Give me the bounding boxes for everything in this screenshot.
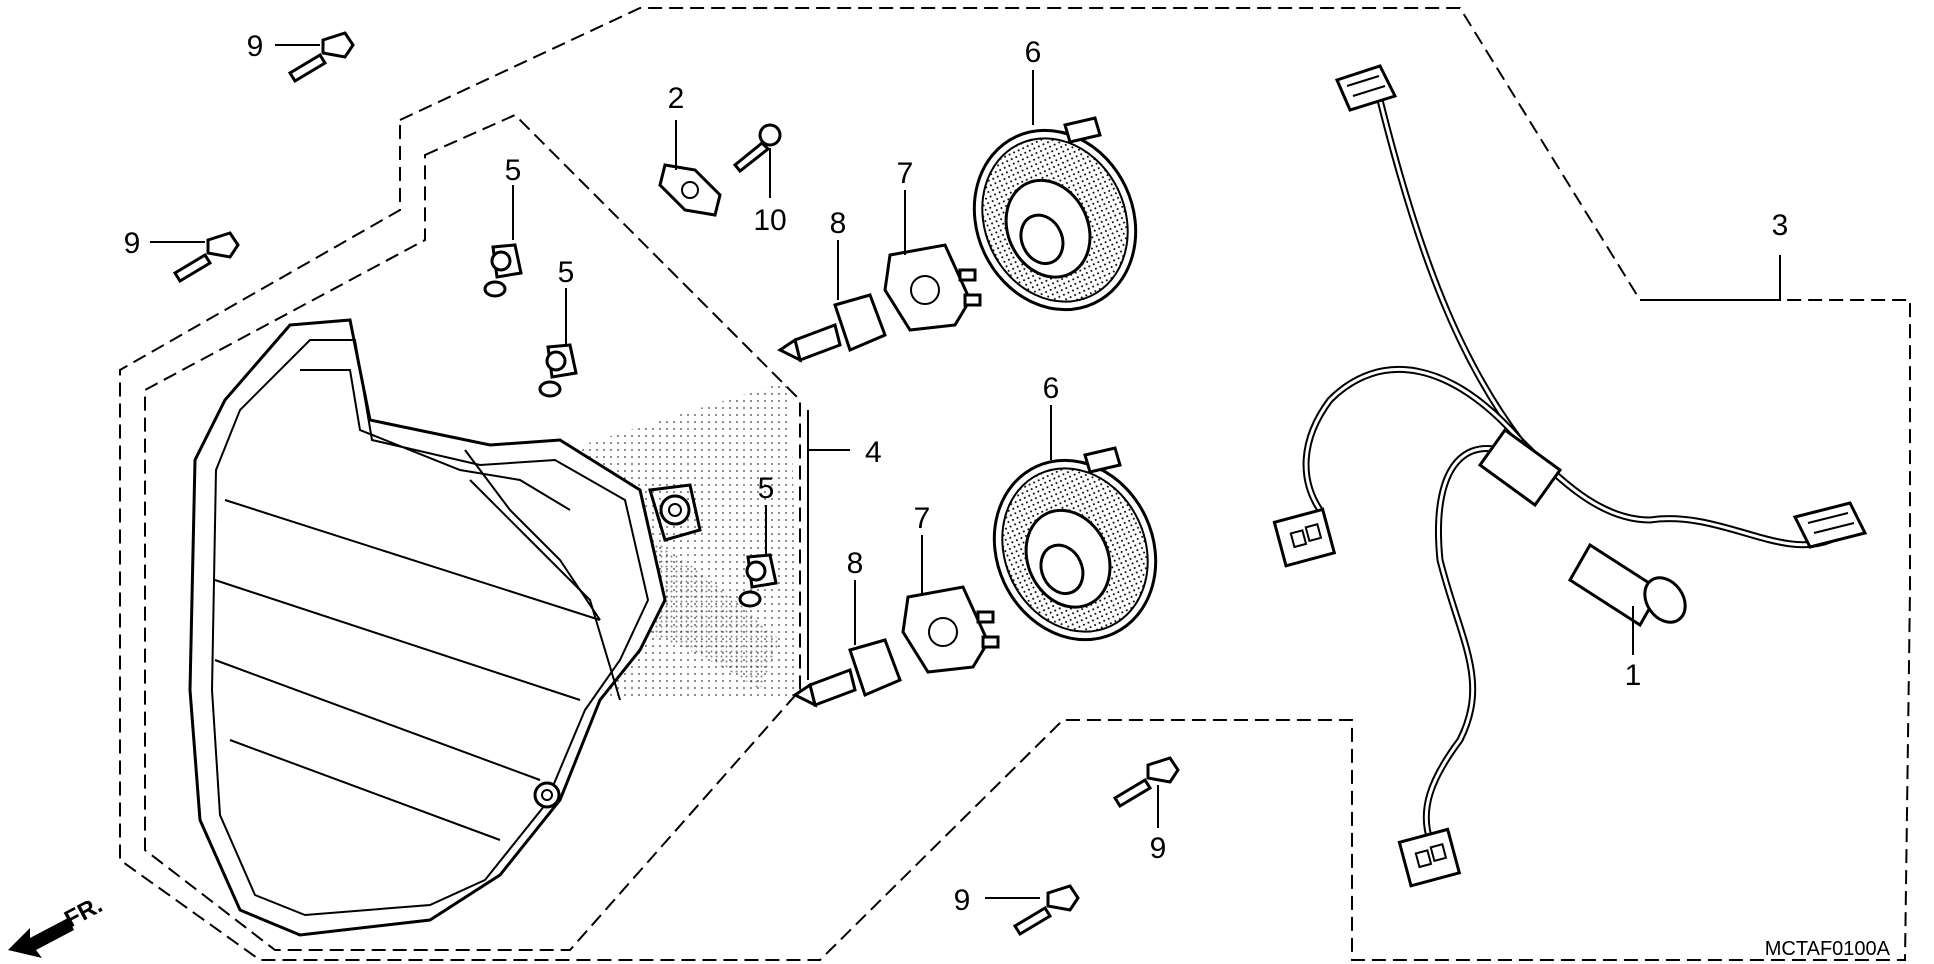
- front-direction-marker: FR.: [8, 891, 107, 958]
- bolt-9-left: [172, 231, 240, 284]
- harness-connector-top: [1334, 64, 1398, 112]
- dust-cover-6-lower: [992, 446, 1158, 642]
- harness-connector-bottom: [1397, 827, 1462, 888]
- harness-connector-left: [1272, 507, 1337, 568]
- bolt-9-bottom-center: [1112, 756, 1180, 809]
- grommet-5-a: [483, 243, 523, 298]
- wire-harness: [1302, 96, 1834, 844]
- callout-5a: 5: [505, 154, 522, 187]
- callout-5c: 5: [758, 472, 775, 505]
- callout-6a: 6: [1025, 36, 1042, 69]
- grommet-5-b: [538, 343, 578, 398]
- bulb-8-lower: [792, 638, 902, 708]
- dust-cover-6-upper: [972, 116, 1138, 312]
- callout-1: 1: [1625, 659, 1642, 692]
- callout-6b: 6: [1043, 372, 1060, 405]
- callout-10: 10: [753, 204, 786, 237]
- socket-7-lower: [901, 585, 1000, 674]
- headlight-unit: [188, 318, 702, 937]
- callout-9d: 9: [954, 884, 971, 917]
- socket-7-upper: [883, 243, 982, 332]
- callout-3: 3: [1772, 209, 1789, 242]
- harness-connector-right: [1792, 501, 1868, 549]
- assembly-boundary-inner: [144, 113, 801, 951]
- clip-2: [658, 163, 722, 217]
- front-arrow-icon: [8, 918, 74, 958]
- callout-9a: 9: [247, 30, 264, 63]
- callout-8a: 8: [830, 207, 847, 240]
- bolt-9-bottom: [1012, 884, 1080, 937]
- callout-5b: 5: [558, 256, 575, 289]
- leader-lines: [150, 44, 1781, 899]
- grommet-5-c: [738, 553, 778, 608]
- callout-9c: 9: [1150, 832, 1167, 865]
- bulb-8-upper: [777, 293, 887, 363]
- callout-4: 4: [865, 436, 882, 469]
- callout-7b: 7: [914, 502, 931, 535]
- diagram-code: MCTAF0100A: [1765, 938, 1891, 960]
- callout-7a: 7: [897, 157, 914, 190]
- callout-2: 2: [668, 82, 685, 115]
- callout-8b: 8: [847, 547, 864, 580]
- callouts: 1 2 3 4 5 5 5 6 6 7 7 8 8 9 9 9 9 10: [124, 30, 1789, 917]
- screw-10: [732, 123, 782, 174]
- callout-9b: 9: [124, 227, 141, 260]
- bolt-9-top: [287, 31, 355, 84]
- assembly-boundary-outer: [119, 7, 1911, 961]
